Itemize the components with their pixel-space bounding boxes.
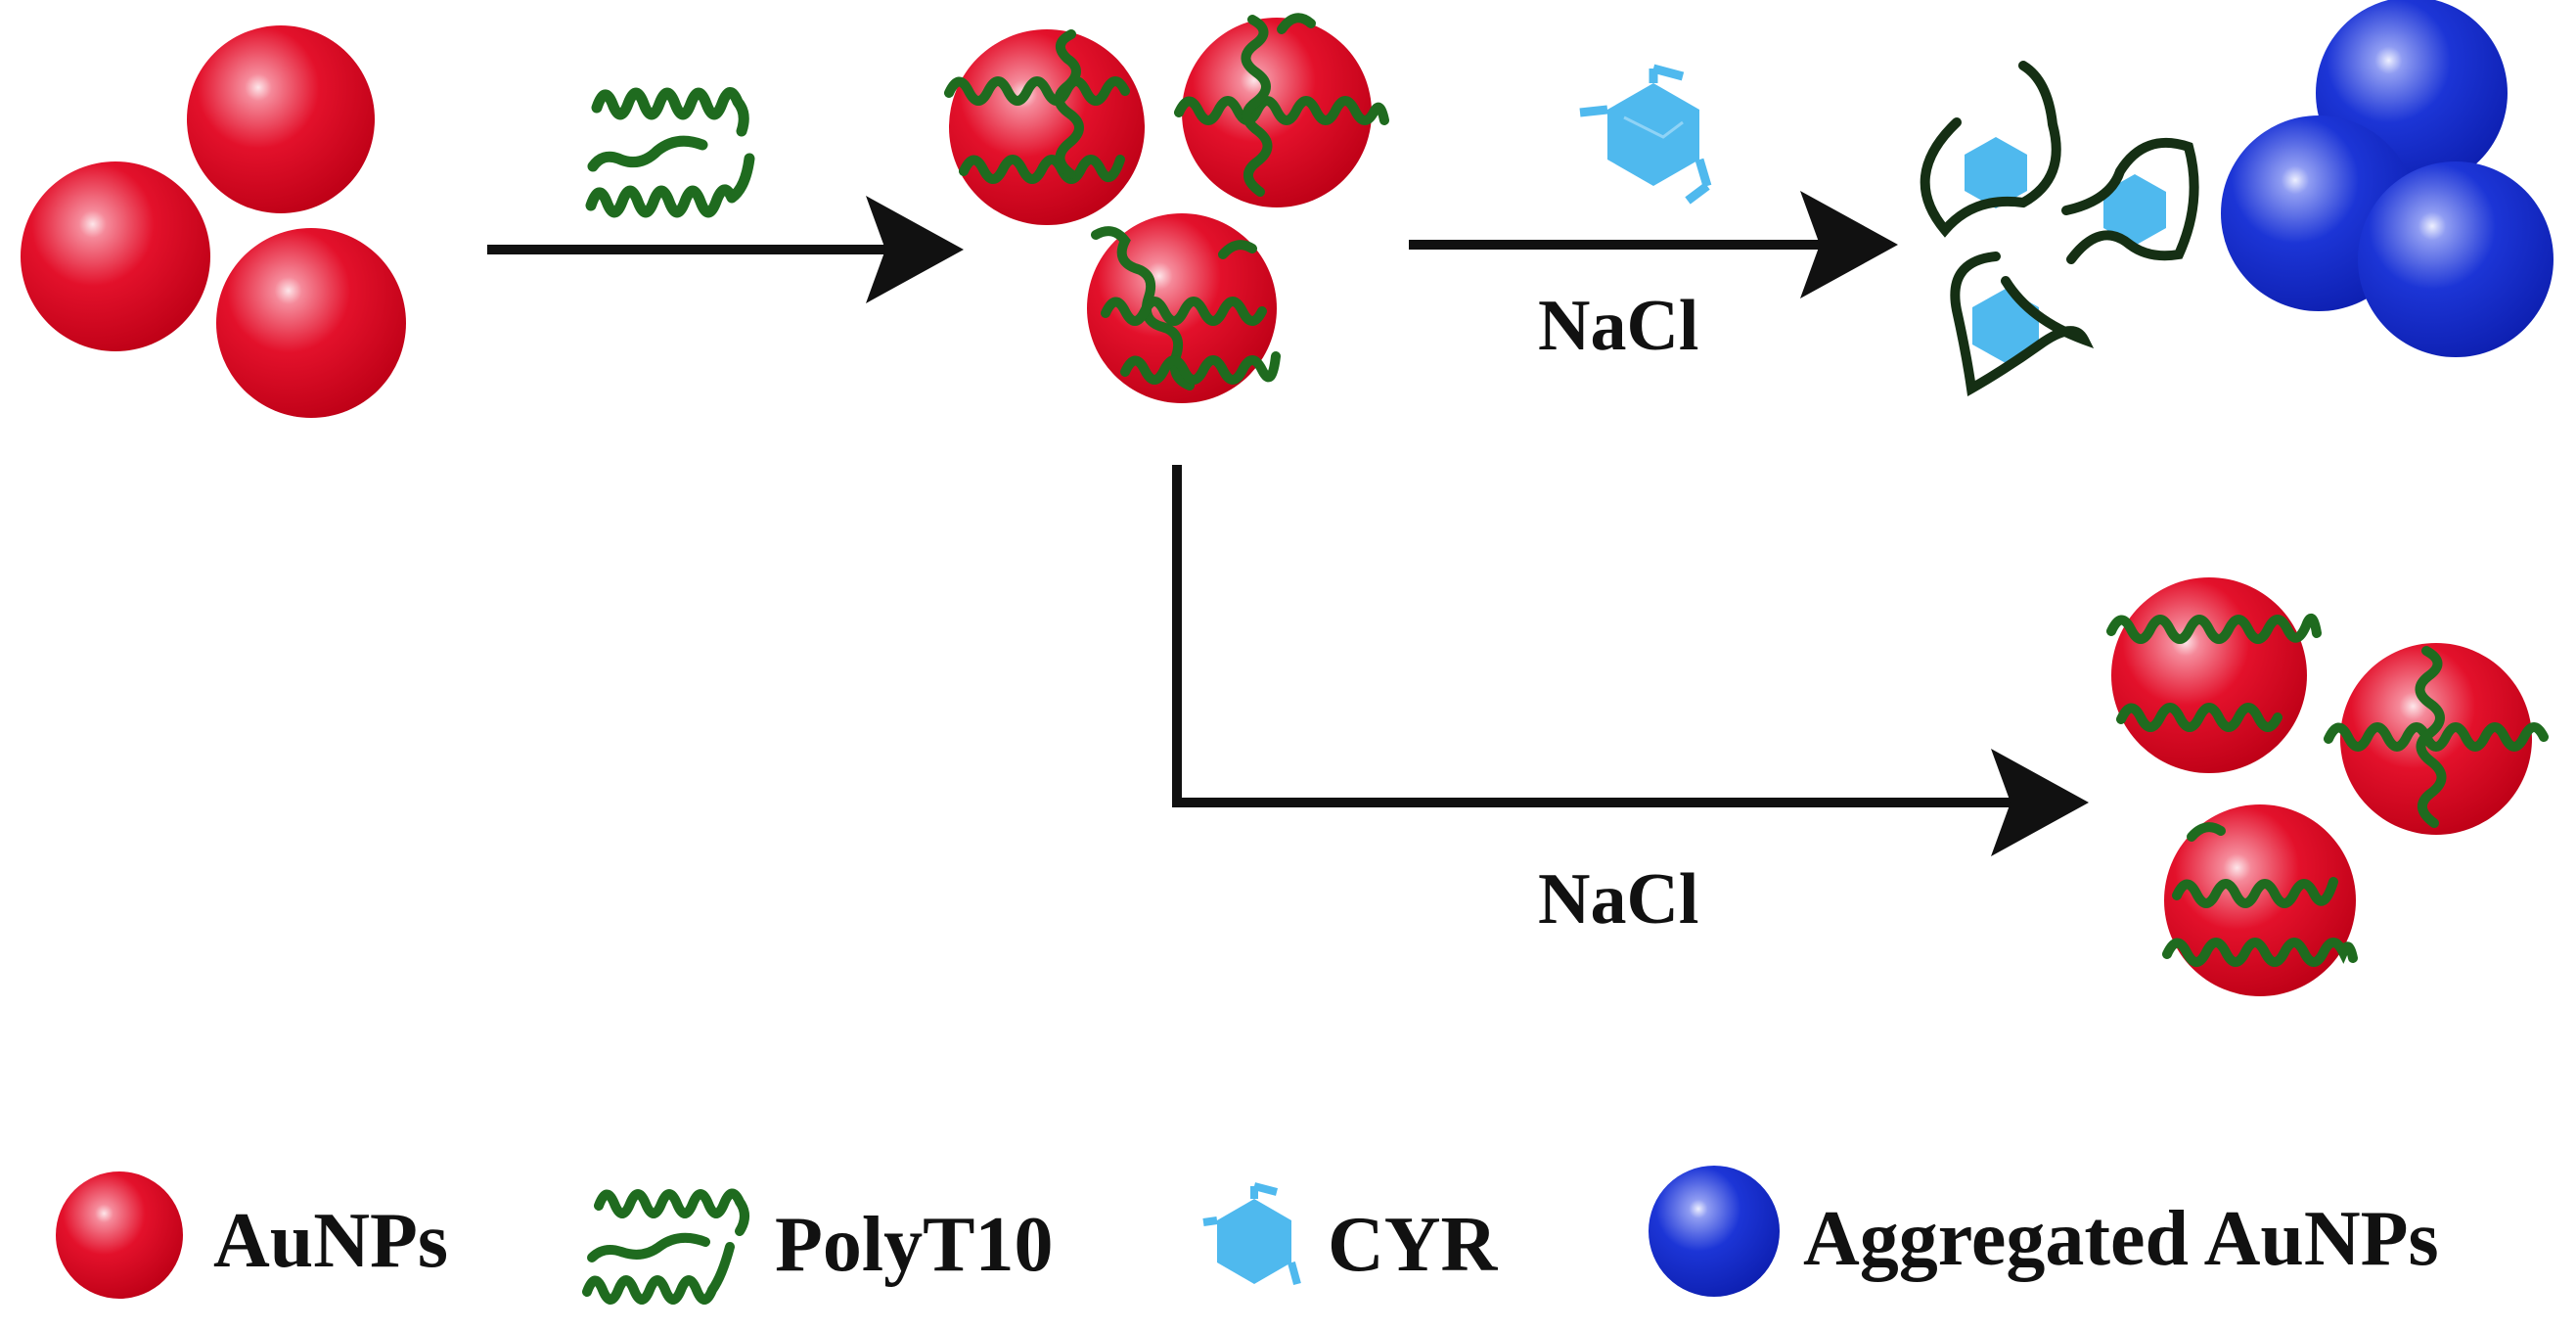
polyt10-cyr-complex xyxy=(2061,137,2199,264)
arrow-step-2-without-cyr xyxy=(1172,465,2089,856)
aunp-particle xyxy=(216,228,406,418)
aggregated-aunp-particle xyxy=(2358,161,2553,357)
aggregated-aunps-cluster xyxy=(2221,0,2553,357)
arrow-bottom-label: NaCl xyxy=(1538,859,1699,940)
dispersed-coated-aunps xyxy=(2106,577,2549,996)
polyt10-cyr-complex xyxy=(1920,61,2061,238)
coated-aunp xyxy=(944,29,1145,225)
polyt10-strand-free xyxy=(585,87,755,218)
aunp-particle xyxy=(21,161,210,351)
legend-polyt10-icon xyxy=(582,1188,749,1305)
cyr-molecule-free xyxy=(1579,64,1712,205)
coated-aunps-cluster xyxy=(944,13,1389,403)
legend-label-aggregated: Aggregated AuNPs xyxy=(1803,1196,2439,1282)
polyt10-cyr-complexes xyxy=(1920,61,2199,396)
legend-aggregated-aunp-icon xyxy=(1649,1166,1780,1297)
arrow-step-2-with-cyr xyxy=(1409,191,1898,298)
legend-label-polyt10: PolyT10 xyxy=(775,1202,1054,1288)
coated-aunp xyxy=(2106,577,2322,773)
legend-label-cyr: CYR xyxy=(1328,1202,1498,1288)
coated-aunp xyxy=(1174,13,1389,207)
bare-aunps-cluster xyxy=(21,25,406,418)
coated-aunp xyxy=(2324,643,2549,835)
arrow-top-label: NaCl xyxy=(1538,286,1699,366)
legend-cyr-icon xyxy=(1202,1182,1301,1286)
legend xyxy=(56,1166,1780,1305)
aunp-particle xyxy=(187,25,375,213)
coated-aunp xyxy=(1087,213,1281,403)
coated-aunp xyxy=(2162,804,2358,996)
arrow-step-1 xyxy=(487,196,964,303)
legend-aunp-icon xyxy=(56,1171,183,1299)
polyt10-cyr-complex xyxy=(1950,252,2095,396)
legend-label-aunps: AuNPs xyxy=(213,1198,449,1284)
